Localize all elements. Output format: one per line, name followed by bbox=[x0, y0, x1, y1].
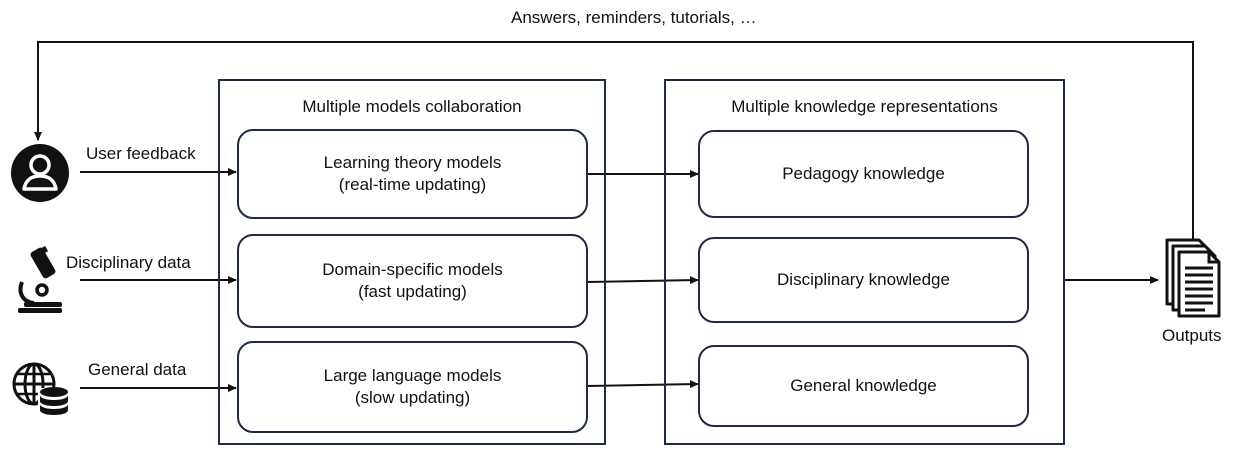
documents-icon bbox=[1165, 238, 1221, 318]
arrow-llm-to-general bbox=[587, 380, 699, 389]
disciplinary-knowledge-box: Disciplinary knowledge bbox=[698, 237, 1029, 323]
large-language-models-box: Large language models (slow updating) bbox=[237, 341, 588, 433]
box-line1: Large language models bbox=[323, 366, 502, 385]
knowledge-group: Multiple knowledge representations bbox=[664, 79, 1065, 445]
box-label: Disciplinary knowledge bbox=[777, 270, 950, 289]
input-label-disciplinary-data: Disciplinary data bbox=[66, 253, 191, 272]
box-line1: Learning theory models bbox=[323, 153, 502, 172]
feedback-loop-label: Answers, reminders, tutorials, … bbox=[511, 8, 757, 27]
microscope-icon bbox=[18, 246, 62, 313]
pedagogy-knowledge-box: Pedagogy knowledge bbox=[698, 130, 1029, 218]
outputs-label: Outputs bbox=[1162, 326, 1222, 345]
box-label: General knowledge bbox=[790, 376, 937, 395]
input-label-user-feedback: User feedback bbox=[86, 144, 196, 163]
box-label: Pedagogy knowledge bbox=[782, 164, 945, 183]
box-line2: (slow updating) bbox=[354, 388, 471, 407]
general-knowledge-box: General knowledge bbox=[698, 345, 1029, 427]
box-line2: (real-time updating) bbox=[338, 175, 487, 194]
learning-theory-models-box: Learning theory models (real-time updati… bbox=[237, 129, 588, 219]
globe-database-icon bbox=[12, 362, 70, 416]
user-icon bbox=[11, 144, 69, 202]
box-line2: (fast updating) bbox=[358, 282, 467, 301]
feedback-loop-line bbox=[34, 41, 1194, 240]
models-group-title: Multiple models collaboration bbox=[302, 97, 522, 116]
models-group: Multiple models collaboration bbox=[218, 79, 606, 445]
box-line1: Domain-specific models bbox=[322, 260, 503, 279]
arrow-domain-to-disciplinary bbox=[587, 276, 699, 285]
domain-specific-models-box: Domain-specific models (fast updating) bbox=[237, 234, 588, 328]
knowledge-group-title: Multiple knowledge representations bbox=[731, 97, 998, 116]
input-label-general-data: General data bbox=[88, 360, 187, 379]
